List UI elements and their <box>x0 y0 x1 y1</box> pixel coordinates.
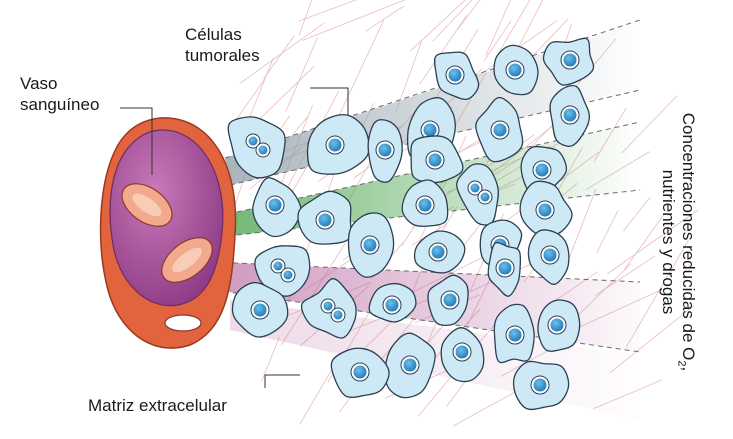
nucleus <box>551 319 564 332</box>
blood-vessel-label-line-1: Vaso <box>20 73 99 94</box>
matrix-fiber <box>338 20 383 117</box>
tumor-cells-label-line-1: Células <box>185 24 260 45</box>
nucleus <box>254 304 267 317</box>
nucleus <box>509 329 522 342</box>
matrix-fiber <box>411 0 504 51</box>
gradient-label-line-1: Concentraciones reducidas de O2, <box>678 32 698 439</box>
nucleus <box>419 199 432 212</box>
dividing-nucleus <box>274 262 283 271</box>
dividing-nucleus <box>334 311 343 320</box>
nucleus <box>509 64 522 77</box>
nucleus <box>424 124 437 137</box>
nucleus <box>456 346 469 359</box>
tumor-cell <box>348 213 393 277</box>
nucleus <box>319 214 332 227</box>
blood-vessel-label-line-2: sanguíneo <box>20 94 99 115</box>
nucleus <box>544 249 557 262</box>
tumor-cell <box>457 164 499 225</box>
matrix-fiber <box>457 0 498 30</box>
dividing-nucleus <box>324 302 333 311</box>
matrix-fiber <box>236 79 265 121</box>
nucleus <box>536 164 549 177</box>
nucleus <box>354 366 367 379</box>
tumor-cell <box>411 136 463 183</box>
extracellular-matrix-label: Matriz extracelular <box>88 395 227 416</box>
nucleus <box>534 379 547 392</box>
tumor-cell <box>368 120 402 182</box>
nucleus <box>379 144 392 157</box>
nucleus <box>444 294 457 307</box>
matrix-fiber <box>500 0 543 51</box>
dividing-nucleus <box>284 271 293 280</box>
tumor-cells-label-line-2: tumorales <box>185 45 260 66</box>
matrix-fiber <box>302 0 418 41</box>
nucleus <box>432 246 445 259</box>
blood-vessel <box>101 118 236 348</box>
tumor-cells-label: Células tumorales <box>185 24 260 66</box>
tumor-cell <box>514 361 569 409</box>
nucleus <box>429 154 442 167</box>
dividing-nucleus <box>471 184 480 193</box>
blood-vessel-label: Vaso sanguíneo <box>20 73 99 115</box>
matrix-fiber <box>433 0 478 41</box>
matrix-fiber <box>263 36 294 79</box>
dividing-nucleus <box>481 193 490 202</box>
nucleus <box>364 239 377 252</box>
nucleus <box>449 69 462 82</box>
nucleus <box>564 109 577 122</box>
tumor-cell <box>494 304 534 362</box>
gradient-label-line-2: nutrientes y drogas <box>658 32 678 439</box>
nucleus <box>386 299 399 312</box>
dividing-nucleus <box>249 137 258 146</box>
tumor-cell <box>528 230 568 284</box>
white-blood-cell <box>165 315 201 331</box>
tumor-cell <box>538 300 580 351</box>
nucleus <box>499 262 512 275</box>
matrix-fiber <box>597 211 619 254</box>
tumor-cell <box>253 178 301 237</box>
matrix-fiber <box>299 0 408 21</box>
matrix-fiber <box>286 38 318 112</box>
matrix-fiber <box>253 66 314 125</box>
matrix-fiber <box>623 197 650 231</box>
gradient-label: Concentraciones reducidas de O2, nutrien… <box>658 32 698 439</box>
nucleus <box>404 359 417 372</box>
nucleus <box>539 204 552 217</box>
nucleus <box>564 54 577 67</box>
nucleus <box>269 199 282 212</box>
matrix-fiber <box>366 6 404 31</box>
tumor-cell <box>415 231 465 273</box>
tumor-cell <box>308 115 370 175</box>
dividing-nucleus <box>259 146 268 155</box>
nucleus <box>329 139 342 152</box>
nucleus <box>494 124 507 137</box>
